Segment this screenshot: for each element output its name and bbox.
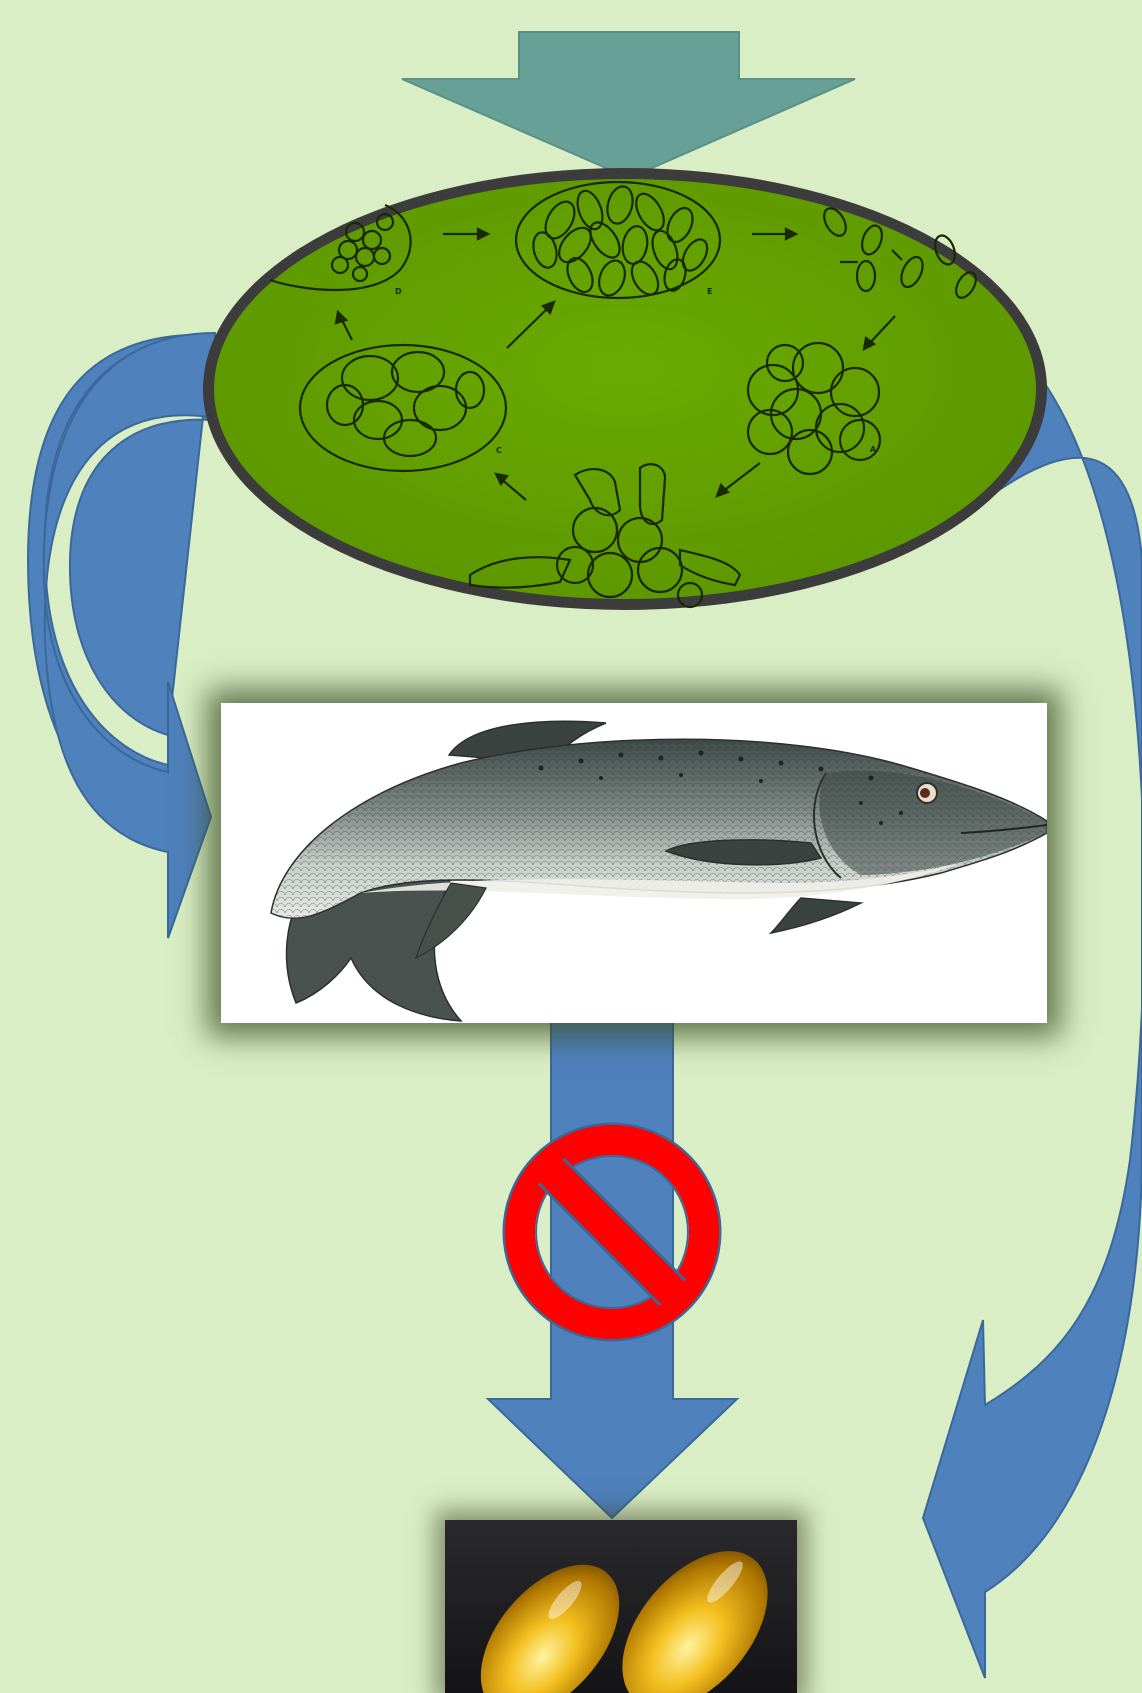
stage-label-d: D xyxy=(395,287,402,296)
stage-label-c: C xyxy=(496,446,502,455)
prohibition-icon xyxy=(504,1124,720,1340)
salmon-image xyxy=(221,703,1047,1023)
oil-capsules-photo xyxy=(445,1520,797,1693)
stage-label-e: E xyxy=(707,287,712,296)
stage-label-a: A xyxy=(870,445,877,454)
